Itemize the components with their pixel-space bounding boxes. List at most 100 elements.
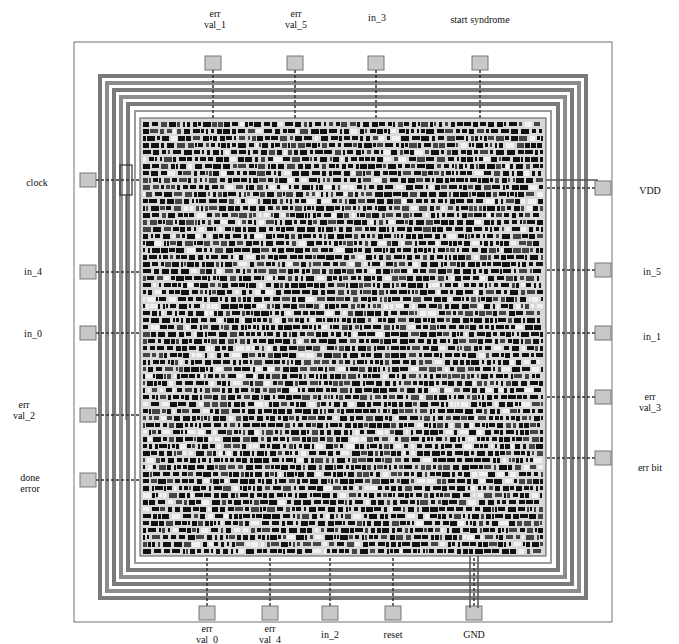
std-cell [225,269,233,273]
std-cell [440,346,445,350]
std-cell [479,346,482,350]
std-cell [540,164,543,168]
std-cell [418,339,424,343]
std-cell [399,290,407,294]
std-cell [301,178,307,182]
std-cell [226,311,230,316]
std-cell [371,339,379,343]
std-cell [231,283,238,287]
std-cell [449,220,454,225]
std-cell [322,332,328,337]
std-cell [173,318,175,322]
std-cell [440,325,446,329]
std-cell [410,150,414,155]
std-cell [285,122,293,126]
std-cell [177,129,181,134]
std-cell [335,150,341,155]
std-cell [323,262,330,266]
std-cell [235,290,239,294]
std-cell [292,290,300,294]
std-cell [162,269,169,274]
std-cell [398,122,403,127]
std-cell [337,318,339,322]
std-cell [160,157,162,161]
std-cell [307,241,314,246]
std-cell [295,318,299,322]
std-cell [423,318,427,322]
std-cell [355,325,359,329]
std-cell [221,304,229,309]
std-cell [485,339,492,343]
std-cell [355,192,358,197]
std-cell [206,129,208,134]
std-cell [351,255,355,259]
standard-cells [143,122,543,554]
std-cell [248,150,250,155]
std-cell [495,339,498,344]
std-cell [537,311,540,315]
std-cell [221,262,223,267]
std-cell [360,136,363,141]
std-cell [318,178,320,183]
std-cell [324,150,332,154]
std-cell [533,339,539,344]
std-cell [345,234,352,238]
std-cell [420,332,427,337]
std-cell [533,213,539,217]
std-cell [304,339,309,343]
std-cell [164,241,166,246]
std-cell [317,255,325,259]
std-cell [433,248,435,253]
std-cell [347,269,354,274]
std-cell [431,213,435,218]
std-cell [501,206,505,211]
std-cell [143,262,150,267]
std-cell [253,150,258,154]
std-cell [541,255,543,260]
std-cell [191,318,198,323]
std-cell [384,304,388,309]
std-cell [263,318,267,322]
std-cell [410,213,412,217]
std-cell [214,220,220,224]
std-cell [288,143,290,148]
std-cell [298,346,305,351]
std-cell [475,185,481,190]
std-cell [345,297,350,301]
std-cell [339,360,343,364]
std-cell [435,234,440,239]
std-cell [183,122,185,127]
std-cell [474,255,478,260]
std-cell [467,150,472,155]
std-cell [401,143,404,148]
std-cell [443,234,446,238]
std-cell [335,346,337,350]
std-cell [468,213,473,217]
std-cell [161,171,167,175]
std-cell [178,297,186,301]
std-cell [415,290,418,294]
std-cell [475,290,478,295]
power-rings [100,76,586,598]
std-cell [536,178,543,182]
std-cell [314,304,319,309]
std-cell [344,136,350,140]
std-cell [143,353,150,357]
std-cell [486,129,489,133]
std-cell [302,269,305,274]
std-cell [490,150,493,154]
std-cell [188,297,193,301]
std-cell [207,304,210,309]
std-cell [266,241,273,246]
std-cell [167,311,172,315]
std-cell [444,262,447,266]
std-cell [204,248,207,252]
std-cell [449,185,457,189]
std-cell [477,332,485,336]
std-cell [418,122,420,126]
std-cell [146,241,154,246]
std-cell [205,206,208,211]
std-cell [268,164,270,169]
std-cell [414,213,422,217]
std-cell [408,269,412,274]
